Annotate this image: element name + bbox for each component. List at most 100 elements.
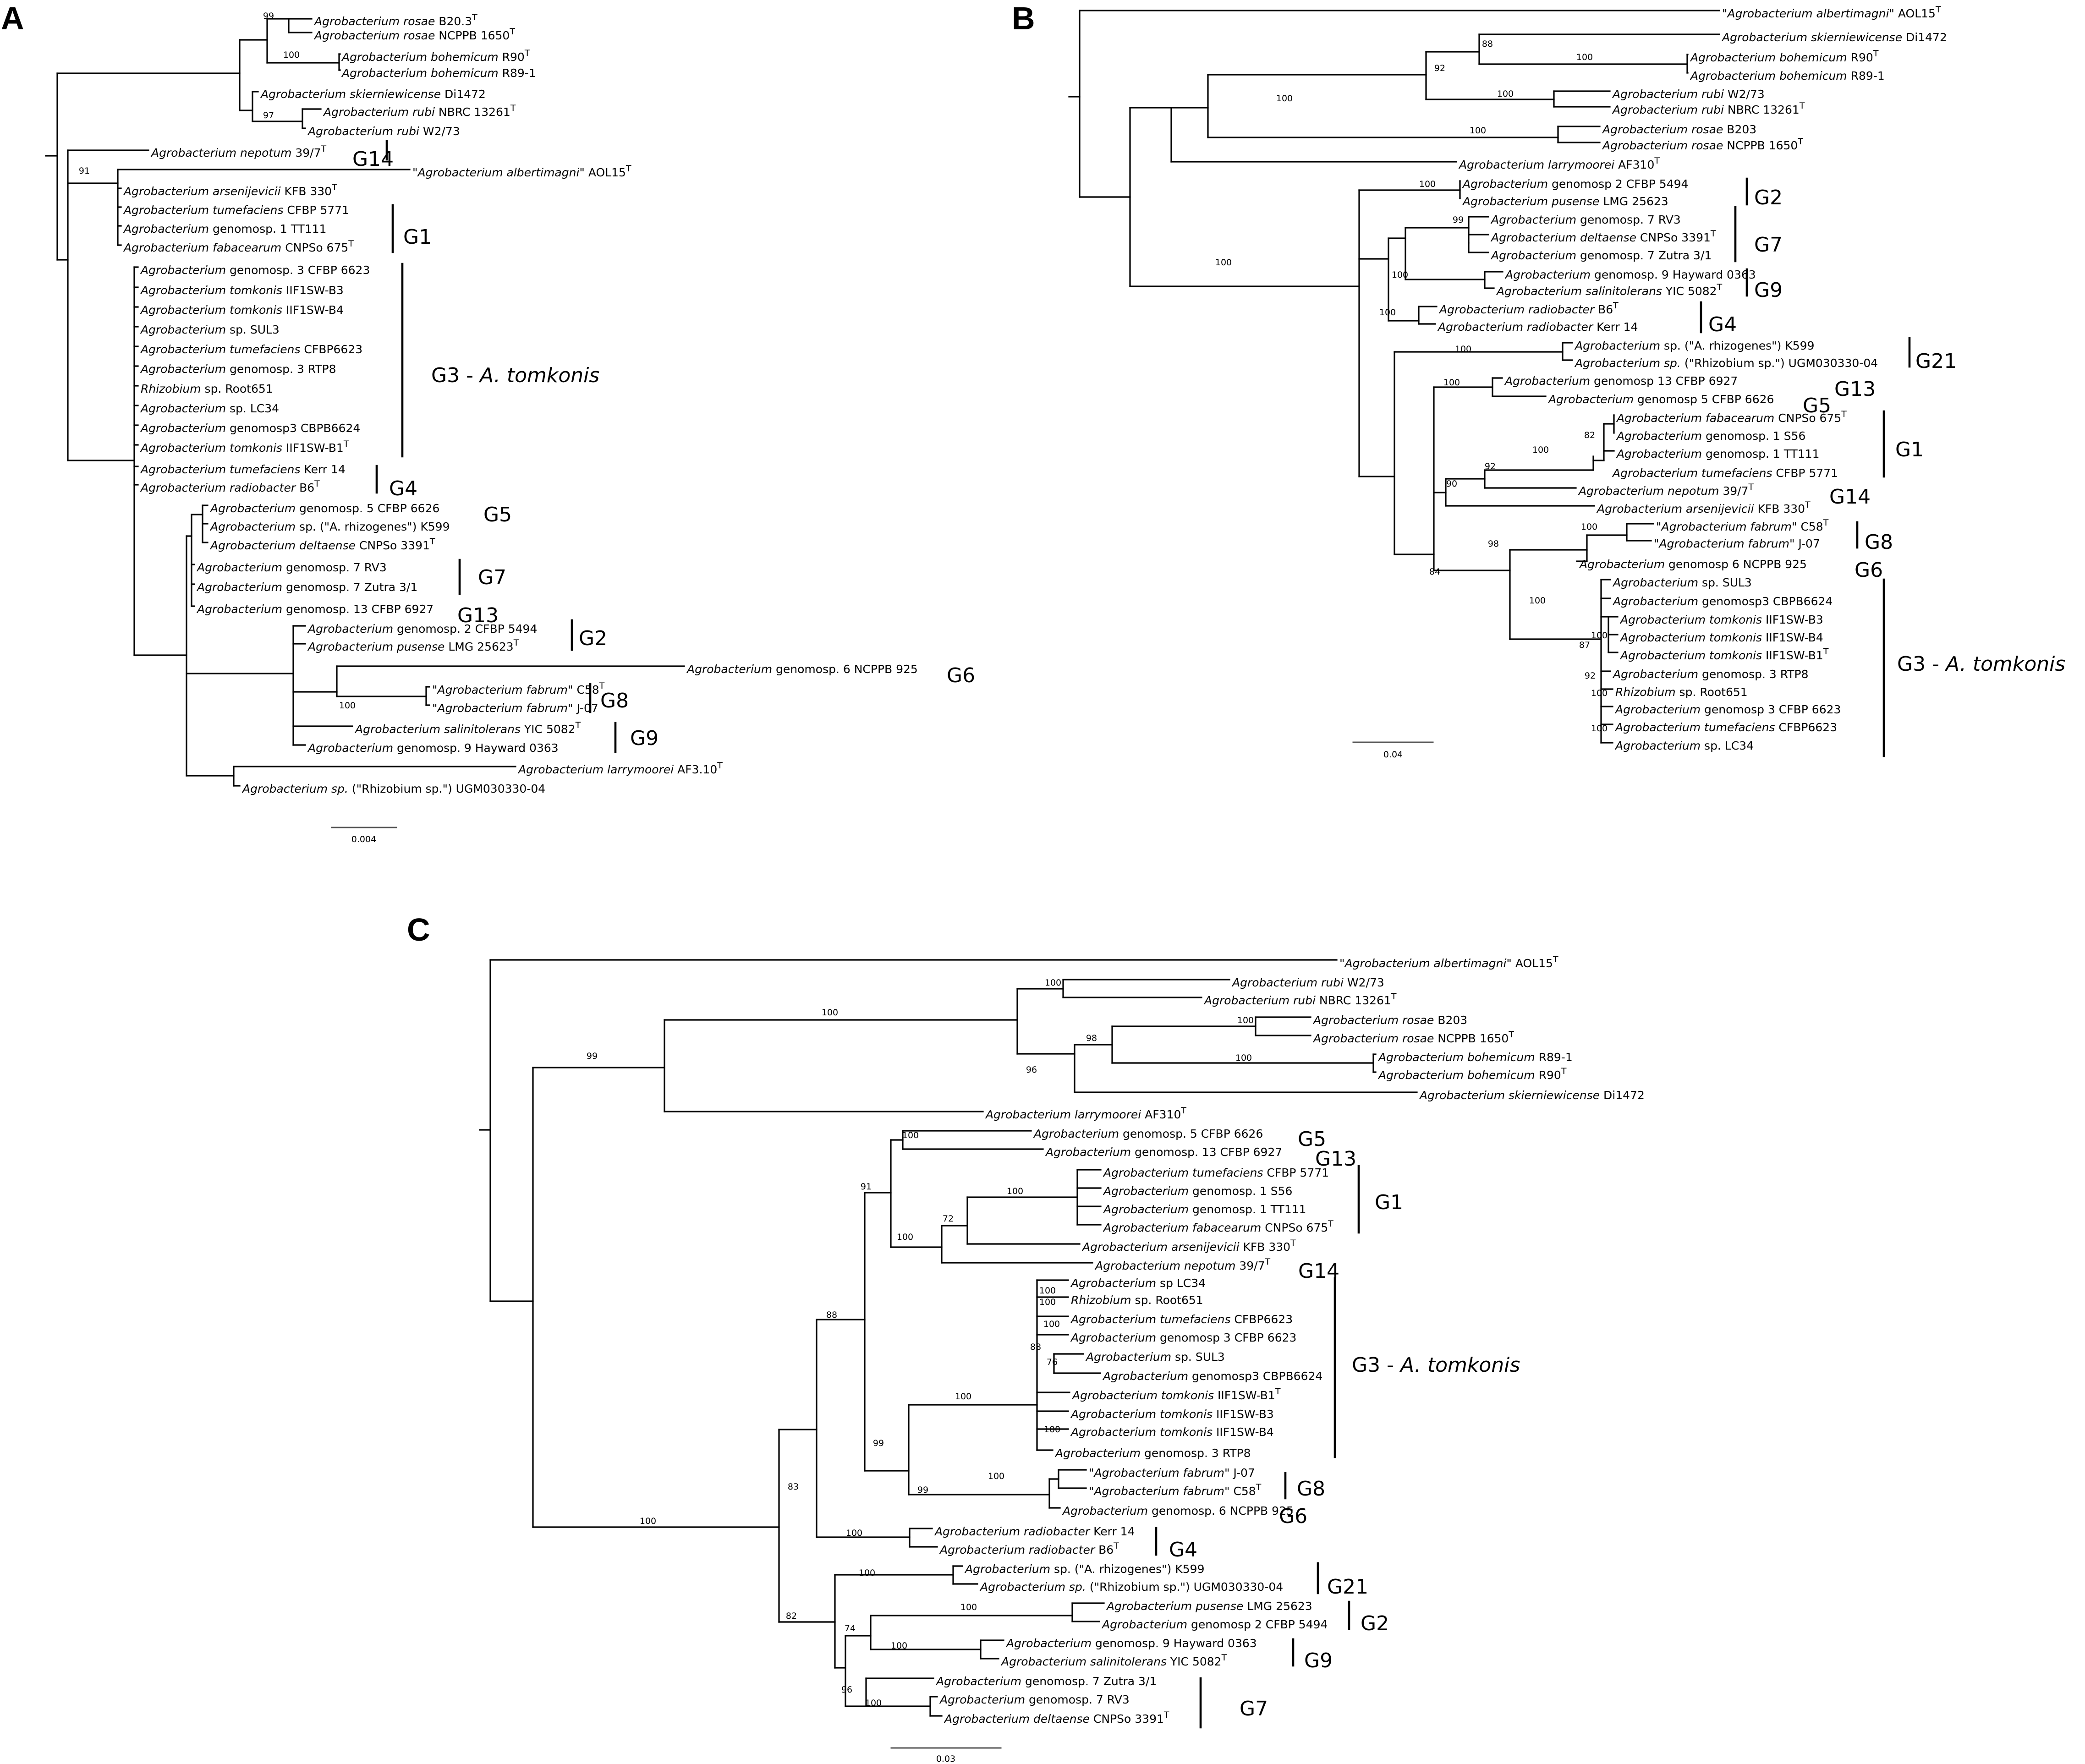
bootstrap-support: 99 <box>587 1051 598 1061</box>
taxon-strain: sp. Root651 <box>1676 685 1748 699</box>
bootstrap-support: 72 <box>943 1214 954 1224</box>
taxon-strain: genomosp. 9 Hayward 0363 <box>393 741 559 755</box>
genomospecies-group-label: G8 <box>1865 531 1893 554</box>
taxon-strain: genomosp. 7 RV3 <box>1025 1693 1130 1706</box>
taxon-genus: Agrobacterium fabacearum <box>1103 1221 1261 1234</box>
taxon-genus: Agrobacterium <box>1070 1331 1156 1344</box>
taxon-label: Rhizobium sp. Root651 <box>141 382 273 395</box>
bootstrap-support: 100 <box>1581 522 1597 532</box>
type-strain-marker: T <box>1553 954 1558 964</box>
taxon-strain: sp. SUL3 <box>226 323 280 336</box>
group-code: G5 <box>1298 1128 1326 1151</box>
taxon-label: Agrobacterium genomosp. 9 Hayward 0363 <box>1504 268 1756 281</box>
bootstrap-support: 100 <box>1392 270 1408 280</box>
bootstrap-support: 96 <box>1026 1065 1037 1075</box>
group-code: G3 - <box>431 364 480 387</box>
taxon-genus: Agrobacterium pusense <box>1106 1600 1243 1613</box>
taxon-label: Agrobacterium larrymoorei AF310T <box>1458 156 1660 171</box>
panel-a-scale-label: 0.004 <box>351 834 376 844</box>
taxon-strain: Di1472 <box>1902 31 1947 44</box>
genomospecies-group-label: G5 <box>1803 394 1831 417</box>
taxon-label: Agrobacterium sp. ("A. rhizogenes") K599 <box>209 520 450 533</box>
genomospecies-group-label: G4 <box>1169 1538 1197 1561</box>
taxon-genus: Agrobacterium bohemicum <box>1690 69 1847 82</box>
taxon-strain: 39/7 <box>291 146 321 159</box>
taxon-label: Agrobacterium sp. ("Rhizobium sp.") UGM0… <box>241 782 545 795</box>
bootstrap-support: 100 <box>1419 179 1436 189</box>
taxon-label: Agrobacterium rubi W2/73 <box>1231 976 1384 989</box>
type-strain-marker: T <box>1935 5 1941 15</box>
genomospecies-group-label: G2 <box>1361 1612 1389 1635</box>
taxon-strain: W2/73 <box>419 125 460 138</box>
group-code: G6 <box>1279 1505 1307 1528</box>
type-strain-marker: T <box>1710 229 1716 239</box>
taxon-genus: Agrobacterium <box>1085 1350 1171 1364</box>
group-code: G14 <box>1829 485 1871 509</box>
taxon-strain: R90 <box>1847 51 1873 64</box>
bootstrap-support: 98 <box>1488 539 1499 549</box>
taxon-strain: genomosp 5 CFBP 6626 <box>1634 393 1774 406</box>
taxon-genus: Agrobacterium skierniewicense <box>1721 31 1902 44</box>
genomospecies-group-label: G6 <box>1279 1505 1307 1528</box>
taxon-genus: Agrobacterium <box>1062 1504 1148 1517</box>
taxon-genus: Agrobacterium <box>196 561 282 574</box>
taxon-label: Agrobacterium genomosp 2 CFBP 5494 <box>1101 1618 1328 1631</box>
taxon-label: "Agrobacterium fabrum" J-07 <box>432 701 598 715</box>
taxon-genus: "Agrobacterium albertimagni" <box>412 166 585 179</box>
taxon-label: Agrobacterium genomosp. 13 CFBP 6927 <box>196 603 433 616</box>
taxon-strain: W2/73 <box>1344 976 1384 989</box>
taxon-genus: Agrobacterium <box>123 222 209 236</box>
bootstrap-support: 100 <box>1591 630 1608 641</box>
bootstrap-support: 82 <box>1584 430 1595 440</box>
taxon-genus: Agrobacterium bohemicum <box>1377 1068 1535 1082</box>
genomospecies-group-label: G1 <box>403 225 432 249</box>
taxon-genus: Agrobacterium <box>196 603 282 616</box>
taxon-genus: Agrobacterium <box>1005 1637 1092 1650</box>
group-code: G7 <box>478 566 506 589</box>
genomospecies-group-label: G7 <box>1240 1697 1268 1720</box>
taxon-genus: Agrobacterium <box>1612 595 1698 608</box>
taxon-label: Agrobacterium sp. ("Rhizobium sp.") UGM0… <box>979 1580 1283 1594</box>
taxon-label: Agrobacterium genomosp. 6 NCPPB 925 <box>686 663 918 676</box>
taxon-genus: Agrobacterium fabacearum <box>1616 411 1774 425</box>
panel-a-scale-bar: 0.004 <box>331 827 397 844</box>
type-strain-marker: T <box>1113 1541 1119 1551</box>
taxon-label: Agrobacterium sp LC34 <box>1070 1276 1206 1290</box>
taxon-strain: sp. ("A. rhizogenes") K599 <box>296 520 450 533</box>
taxon-genus: Agrobacterium tomkonis <box>1619 613 1762 626</box>
type-strain-marker: T <box>1290 1238 1296 1248</box>
taxon-label: Agrobacterium tomkonis IIF1SW-B3 <box>1070 1408 1274 1421</box>
genomospecies-group-label: G13 <box>1834 378 1876 401</box>
genomospecies-group-label: G5 <box>1298 1128 1326 1151</box>
taxon-label: Agrobacterium rosae B20.3T <box>313 12 477 28</box>
taxon-strain: IIF1SW-B4 <box>1762 631 1823 644</box>
group-code: G2 <box>1754 186 1783 209</box>
taxon-genus: Agrobacterium rosae <box>313 15 435 28</box>
panel-b-group-bars <box>1700 177 1911 757</box>
taxon-genus: Rhizobium <box>1071 1293 1131 1307</box>
taxon-genus: Agrobacterium <box>140 422 226 435</box>
taxon-strain: sp. Root651 <box>201 382 273 395</box>
bootstrap-support: 87 <box>1579 640 1590 650</box>
group-code: G9 <box>630 727 658 750</box>
taxon-strain: CFBP6623 <box>1775 721 1837 734</box>
taxon-strain: LMG 25623 <box>444 640 513 653</box>
taxon-strain: genomosp. 7 Zutra 3/1 <box>1576 249 1712 262</box>
taxon-label: Rhizobium sp. Root651 <box>1615 685 1748 699</box>
group-code: G3 - <box>1897 652 1946 676</box>
taxon-strain: CNPSo 3391 <box>1636 231 1711 244</box>
taxon-genus: Agrobacterium <box>1033 1127 1119 1140</box>
taxon-strain: CFBP 5771 <box>1263 1166 1329 1179</box>
taxon-strain: AOL15 <box>585 166 626 179</box>
taxon-label: Agrobacterium genomosp3 CBPB6624 <box>1612 595 1833 608</box>
type-strain-marker: T <box>1561 1066 1567 1076</box>
taxon-label: Agrobacterium radiobacter Kerr 14 <box>934 1525 1135 1538</box>
taxon-strain: sp. LC34 <box>226 402 279 415</box>
taxon-strain: genomosp. 7 RV3 <box>282 561 387 574</box>
group-code: G9 <box>1754 279 1783 302</box>
type-strain-marker: T <box>1180 1106 1186 1116</box>
taxon-strain: AF310 <box>1614 158 1654 171</box>
